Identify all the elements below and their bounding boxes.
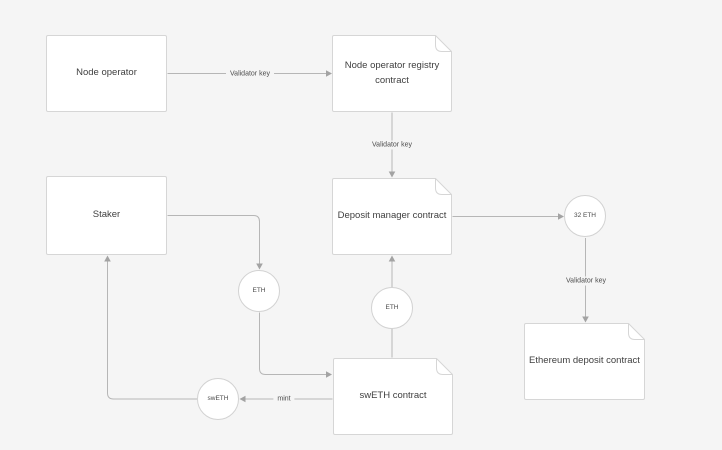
node-deposit-manager[interactable]: Deposit manager contract: [332, 178, 452, 255]
node-label: 32 ETH: [573, 211, 597, 219]
node-label: Staker: [92, 209, 121, 221]
node-label: ETH: [252, 286, 266, 294]
node-sweth-token[interactable]: swETH: [197, 378, 239, 420]
node-label: swETH: [207, 394, 229, 402]
node-label: swETH contract: [359, 390, 427, 402]
node-label: Deposit manager contract: [337, 210, 447, 222]
edge-label-validator-key: Validator key: [368, 140, 416, 150]
node-registry-contract[interactable]: Node operator registry contract: [332, 35, 452, 112]
edge-staker-to-eth: [167, 215, 260, 264]
node-eth-token[interactable]: ETH: [371, 287, 413, 329]
node-32-eth-token[interactable]: 32 ETH: [564, 195, 606, 237]
arrowhead-up-icon: [388, 255, 396, 262]
arrowhead-down-icon: [256, 263, 263, 270]
document-shape-icon: [524, 323, 645, 400]
node-ethereum-deposit-contract[interactable]: Ethereum deposit contract: [524, 323, 645, 400]
edge-eth-to-sweth-contract: [259, 312, 327, 375]
document-shape-icon: [332, 35, 452, 112]
node-staker[interactable]: Staker: [46, 176, 167, 255]
node-eth-token[interactable]: ETH: [238, 270, 280, 312]
edge-label-validator-key: Validator key: [226, 69, 274, 79]
node-sweth-contract[interactable]: swETH contract: [333, 358, 453, 435]
arrowhead-left-icon: [239, 395, 246, 403]
arrowhead-up-icon: [104, 255, 111, 262]
node-node-operator[interactable]: Node operator: [46, 35, 167, 112]
document-shape-icon: [332, 178, 452, 255]
edge-sweth-to-staker: [107, 261, 197, 400]
arrowhead-down-icon: [388, 171, 396, 178]
arrowhead-right-icon: [326, 371, 332, 378]
node-label: Node operator: [76, 67, 137, 79]
edge-label-validator-key: Validator key: [562, 276, 610, 286]
node-label: ETH: [385, 303, 399, 311]
edge-label-mint: mint: [273, 394, 295, 404]
arrowhead-down-icon: [582, 316, 589, 323]
node-label: Node operator registry contract: [344, 59, 440, 86]
node-label: Ethereum deposit contract: [529, 355, 640, 367]
document-shape-icon: [333, 358, 453, 435]
